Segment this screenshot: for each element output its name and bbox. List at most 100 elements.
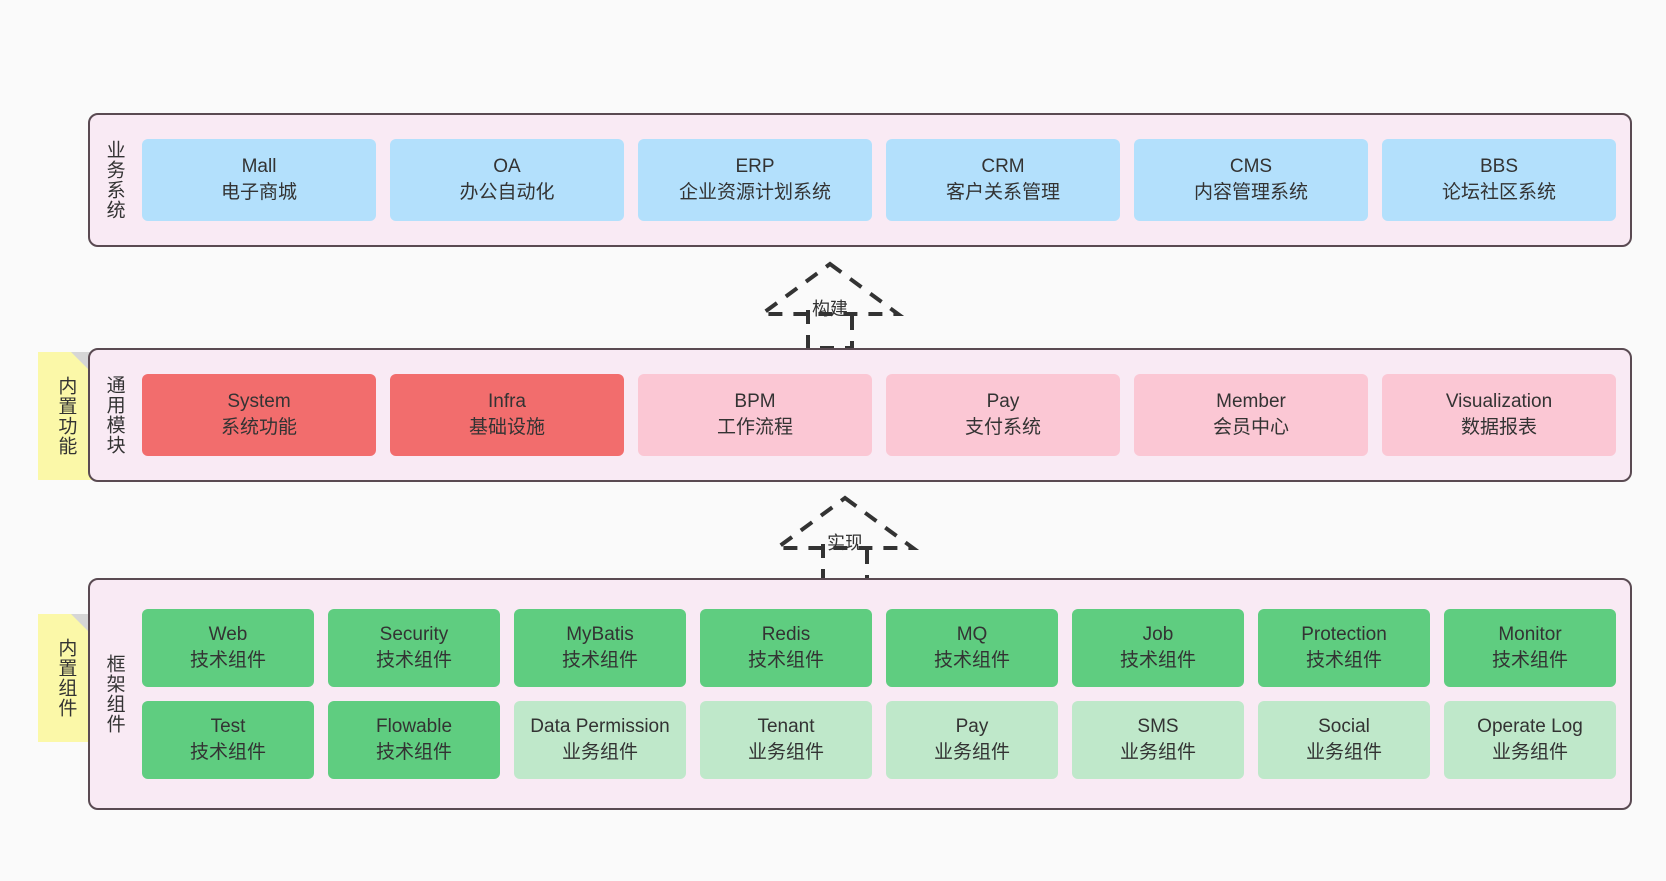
card-member[interactable]: Member 会员中心 bbox=[1134, 374, 1368, 456]
card-pay-component[interactable]: Pay 业务组件 bbox=[886, 701, 1058, 779]
card-title: Redis bbox=[761, 624, 811, 646]
card-subtitle: 技术组件 bbox=[561, 650, 638, 671]
layer-title-common-modules: 通用模块 bbox=[103, 375, 125, 455]
layer-title-business-systems: 业务系统 bbox=[103, 140, 125, 220]
card-subtitle: 客户关系管理 bbox=[945, 182, 1060, 203]
card-title: Security bbox=[379, 624, 449, 646]
card-subtitle: 技术组件 bbox=[189, 650, 266, 671]
card-web[interactable]: Web 技术组件 bbox=[142, 609, 314, 687]
card-subtitle: 业务组件 bbox=[933, 742, 1010, 763]
card-title: Infra bbox=[487, 391, 527, 413]
card-flowable[interactable]: Flowable 技术组件 bbox=[328, 701, 500, 779]
card-title: OA bbox=[493, 156, 521, 178]
layer-framework-components: 框架组件 Web 技术组件 Security 技术组件 MyBatis 技术组件… bbox=[88, 578, 1632, 810]
card-title: Flowable bbox=[375, 716, 453, 738]
card-title: Protection bbox=[1301, 624, 1387, 646]
card-cms[interactable]: CMS 内容管理系统 bbox=[1134, 139, 1368, 221]
card-protection[interactable]: Protection 技术组件 bbox=[1258, 609, 1430, 687]
card-subtitle: 业务组件 bbox=[561, 742, 638, 763]
card-title: Pay bbox=[986, 391, 1020, 413]
layer-common-modules: 通用模块 System 系统功能 Infra 基础设施 BPM 工作流程 Pay… bbox=[88, 348, 1632, 482]
card-title: Tenant bbox=[757, 716, 815, 738]
card-subtitle: 技术组件 bbox=[933, 650, 1010, 671]
card-subtitle: 数据报表 bbox=[1460, 417, 1537, 438]
card-subtitle: 内容管理系统 bbox=[1193, 182, 1308, 203]
implement-arrow-label: 实现 bbox=[827, 533, 863, 553]
card-crm[interactable]: CRM 客户关系管理 bbox=[886, 139, 1120, 221]
card-title: Mall bbox=[241, 156, 277, 178]
card-title: Test bbox=[210, 716, 246, 738]
card-test[interactable]: Test 技术组件 bbox=[142, 701, 314, 779]
card-subtitle: 技术组件 bbox=[1119, 650, 1196, 671]
layer-body-framework-components: Web 技术组件 Security 技术组件 MyBatis 技术组件 Redi… bbox=[138, 580, 1630, 808]
card-subtitle: 会员中心 bbox=[1212, 417, 1289, 438]
card-row: Mall 电子商城 OA 办公自动化 ERP 企业资源计划系统 CRM 客户关系… bbox=[142, 139, 1616, 221]
card-job[interactable]: Job 技术组件 bbox=[1072, 609, 1244, 687]
build-arrow-label: 构建 bbox=[812, 299, 848, 319]
card-title: CRM bbox=[981, 156, 1025, 178]
layer-title-framework-components: 框架组件 bbox=[103, 654, 125, 734]
card-subtitle: 技术组件 bbox=[375, 650, 452, 671]
card-subtitle: 业务组件 bbox=[1305, 742, 1382, 763]
card-bbs[interactable]: BBS 论坛社区系统 bbox=[1382, 139, 1616, 221]
layer-body-common-modules: System 系统功能 Infra 基础设施 BPM 工作流程 Pay 支付系统… bbox=[138, 350, 1630, 480]
card-mybatis[interactable]: MyBatis 技术组件 bbox=[514, 609, 686, 687]
card-title: Pay bbox=[955, 716, 989, 738]
card-row: Test 技术组件 Flowable 技术组件 Data Permission … bbox=[142, 701, 1616, 779]
card-mq[interactable]: MQ 技术组件 bbox=[886, 609, 1058, 687]
card-redis[interactable]: Redis 技术组件 bbox=[700, 609, 872, 687]
card-title: ERP bbox=[735, 156, 775, 178]
card-subtitle: 支付系统 bbox=[964, 417, 1041, 438]
card-sms[interactable]: SMS 业务组件 bbox=[1072, 701, 1244, 779]
sticky-note-builtin-functions: 内置功能 bbox=[38, 352, 93, 480]
card-title: Member bbox=[1216, 391, 1286, 413]
sticky-note-label: 内置功能 bbox=[55, 376, 77, 456]
card-system[interactable]: System 系统功能 bbox=[142, 374, 376, 456]
card-title: Web bbox=[208, 624, 248, 646]
card-bpm[interactable]: BPM 工作流程 bbox=[638, 374, 872, 456]
card-visualization[interactable]: Visualization 数据报表 bbox=[1382, 374, 1616, 456]
card-subtitle: 业务组件 bbox=[747, 742, 824, 763]
card-title: MQ bbox=[956, 624, 988, 646]
card-data-permission[interactable]: Data Permission 业务组件 bbox=[514, 701, 686, 779]
card-subtitle: 技术组件 bbox=[375, 742, 452, 763]
card-title: Job bbox=[1142, 624, 1174, 646]
card-subtitle: 基础设施 bbox=[468, 417, 545, 438]
card-title: BBS bbox=[1479, 156, 1519, 178]
card-subtitle: 办公自动化 bbox=[459, 182, 555, 203]
card-erp[interactable]: ERP 企业资源计划系统 bbox=[638, 139, 872, 221]
sticky-note-label: 内置组件 bbox=[55, 638, 77, 718]
card-title: SMS bbox=[1137, 716, 1179, 738]
note-fold-corner-icon bbox=[71, 614, 93, 636]
card-security[interactable]: Security 技术组件 bbox=[328, 609, 500, 687]
card-title: Data Permission bbox=[530, 716, 670, 738]
card-title: Monitor bbox=[1498, 624, 1562, 646]
card-subtitle: 系统功能 bbox=[220, 417, 297, 438]
card-subtitle: 企业资源计划系统 bbox=[678, 182, 831, 203]
card-monitor[interactable]: Monitor 技术组件 bbox=[1444, 609, 1616, 687]
card-oa[interactable]: OA 办公自动化 bbox=[390, 139, 624, 221]
layer-business-systems: 业务系统 Mall 电子商城 OA 办公自动化 ERP 企业资源计划系统 CRM… bbox=[88, 113, 1632, 247]
card-subtitle: 论坛社区系统 bbox=[1441, 182, 1556, 203]
card-subtitle: 技术组件 bbox=[1305, 650, 1382, 671]
card-subtitle: 技术组件 bbox=[747, 650, 824, 671]
card-social[interactable]: Social 业务组件 bbox=[1258, 701, 1430, 779]
card-pay[interactable]: Pay 支付系统 bbox=[886, 374, 1120, 456]
build-arrow: 构建 bbox=[750, 258, 910, 350]
card-row: Web 技术组件 Security 技术组件 MyBatis 技术组件 Redi… bbox=[142, 609, 1616, 687]
card-title: Visualization bbox=[1445, 391, 1553, 413]
card-operate-log[interactable]: Operate Log 业务组件 bbox=[1444, 701, 1616, 779]
card-infra[interactable]: Infra 基础设施 bbox=[390, 374, 624, 456]
card-title: System bbox=[227, 391, 291, 413]
card-title: MyBatis bbox=[566, 624, 634, 646]
card-mall[interactable]: Mall 电子商城 bbox=[142, 139, 376, 221]
card-row: System 系统功能 Infra 基础设施 BPM 工作流程 Pay 支付系统… bbox=[142, 374, 1616, 456]
layer-body-business-systems: Mall 电子商城 OA 办公自动化 ERP 企业资源计划系统 CRM 客户关系… bbox=[138, 115, 1630, 245]
card-tenant[interactable]: Tenant 业务组件 bbox=[700, 701, 872, 779]
card-subtitle: 业务组件 bbox=[1119, 742, 1196, 763]
card-title: Operate Log bbox=[1477, 716, 1583, 738]
implement-arrow: 实现 bbox=[765, 492, 925, 584]
card-title: Social bbox=[1318, 716, 1370, 738]
sticky-note-builtin-components: 内置组件 bbox=[38, 614, 93, 742]
